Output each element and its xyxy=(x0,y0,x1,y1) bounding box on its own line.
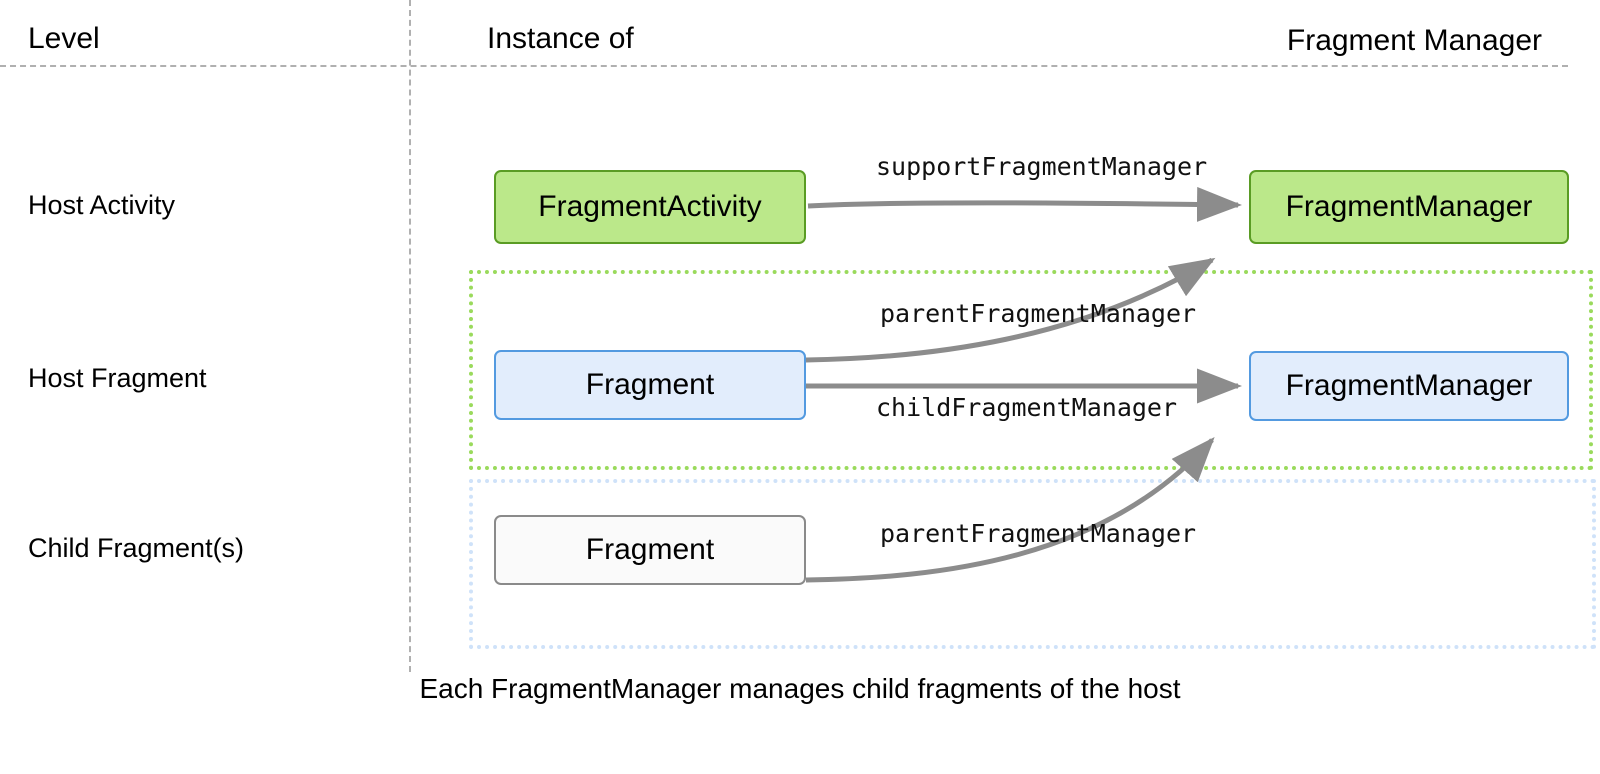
arrow-support-fragment-manager xyxy=(807,186,1242,222)
node-fragment-manager-host-fragment[interactable]: FragmentManager xyxy=(1249,351,1569,421)
row-label-host-fragment: Host Fragment xyxy=(28,363,207,393)
node-fragment-manager-activity[interactable]: FragmentManager xyxy=(1249,170,1569,244)
row-label-child-fragment: Child Fragment(s) xyxy=(28,533,245,563)
row-label-host-activity: Host Activity xyxy=(28,190,176,220)
node-fragment-activity[interactable]: FragmentActivity xyxy=(494,170,806,244)
diagram-caption: Each FragmentManager manages child fragm… xyxy=(419,673,1181,704)
node-child-fragment[interactable]: Fragment xyxy=(494,515,806,585)
edge-label-parent-fragment-manager-child: parentFragmentManager xyxy=(880,519,1197,548)
column-divider-line xyxy=(409,0,411,672)
edge-label-parent-fragment-manager-host: parentFragmentManager xyxy=(880,299,1197,328)
column-header-level: Level xyxy=(28,22,100,55)
header-divider-line xyxy=(0,65,1568,67)
edge-label-support-fragment-manager: supportFragmentManager xyxy=(876,152,1208,181)
edge-label-child-fragment-manager: childFragmentManager xyxy=(876,393,1178,422)
column-header-fragment-manager: Fragment Manager xyxy=(1286,24,1542,57)
column-header-instance-of: Instance of xyxy=(487,22,634,55)
node-host-fragment[interactable]: Fragment xyxy=(494,350,806,420)
